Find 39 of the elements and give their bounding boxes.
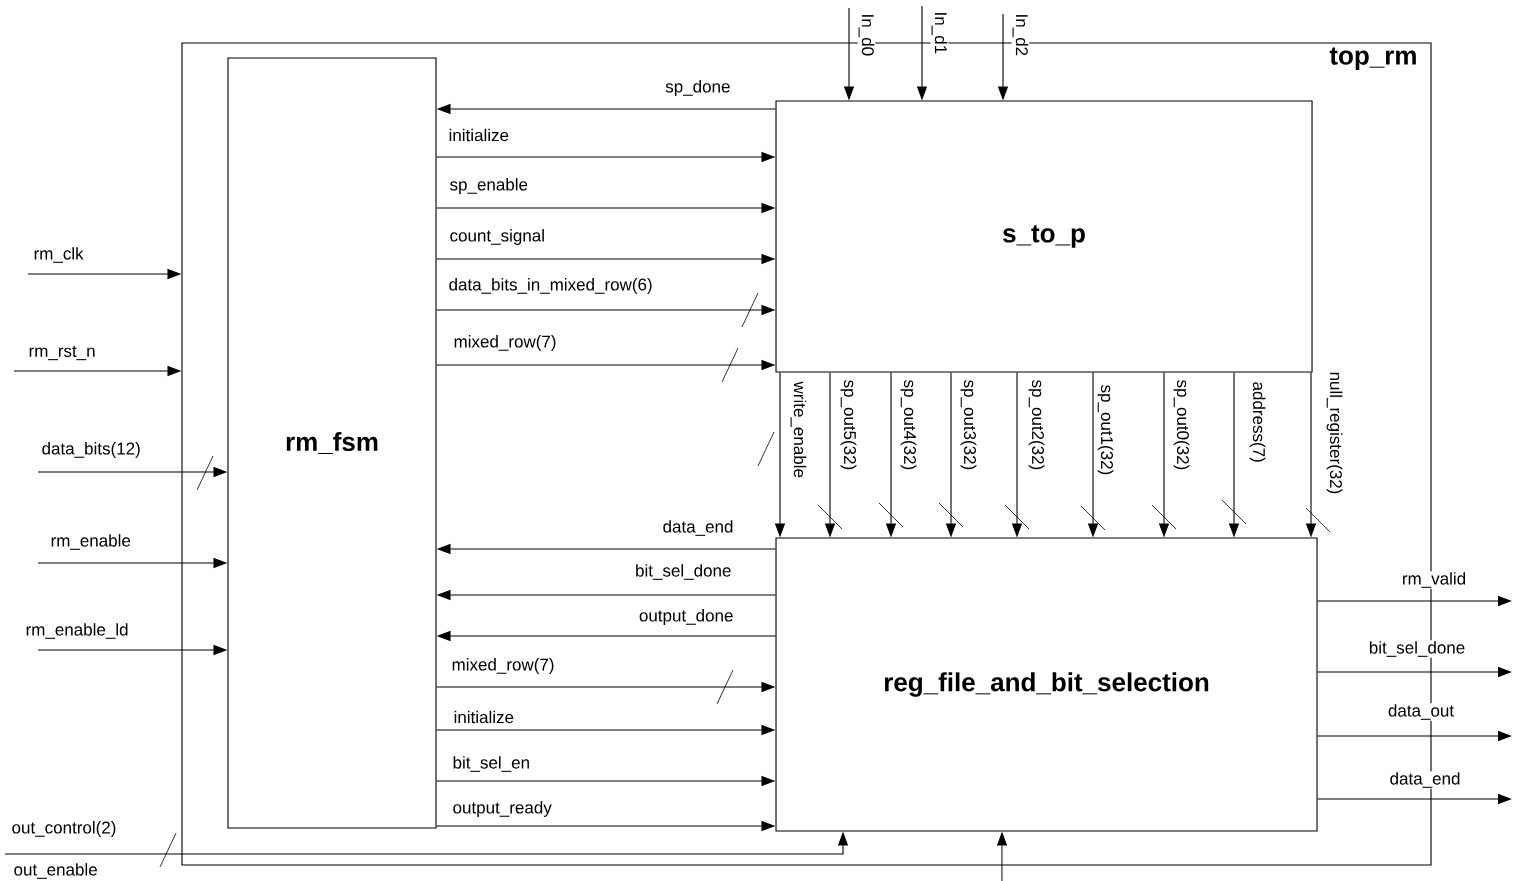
signal-label: null_register(32) xyxy=(1325,370,1344,496)
signal-label: initialize xyxy=(452,709,516,725)
signal-label: address(7) xyxy=(1248,380,1267,464)
signal-label: sp_out3(32) xyxy=(959,378,978,472)
signal-label: mixed_row(7) xyxy=(450,657,556,675)
signal-label: data_end xyxy=(661,519,735,537)
signal-label: bit_sel_en xyxy=(451,755,532,773)
signal-label: rm_clk xyxy=(32,246,85,264)
signal-label: sp_out2(32) xyxy=(1027,378,1046,472)
signal-label: sp_done xyxy=(664,79,732,97)
module-box: reg_file_and_bit_selection xyxy=(775,537,1318,832)
signal-label: out_control(2) xyxy=(10,820,118,838)
signal-label: In_d0 xyxy=(857,12,876,58)
signal-label: count_signal xyxy=(448,228,546,246)
signal-label: write_enable xyxy=(789,380,808,479)
signal-label: In_d1 xyxy=(930,10,949,56)
signal-label: In_d2 xyxy=(1011,12,1030,58)
signal-label: bit_sel_done xyxy=(1367,640,1467,658)
module-box: rm_fsm xyxy=(227,57,437,829)
signal-label: data_bits(12) xyxy=(40,441,142,459)
signal-label: data_end xyxy=(1388,771,1462,789)
signal-label: sp_enable xyxy=(448,177,529,195)
signal-label: rm_valid xyxy=(1400,571,1468,589)
module-box: s_to_p xyxy=(775,100,1313,373)
signal-label: data_bits_in_mixed_row(6) xyxy=(447,277,654,295)
signal-label: output_done xyxy=(637,608,735,626)
signal-label: rm_enable xyxy=(49,533,132,551)
signal-label: initialize xyxy=(447,127,511,143)
signal-label: data_out xyxy=(1386,703,1456,721)
signal-label: out_enable xyxy=(12,862,99,880)
signal-label: mixed_row(7) xyxy=(452,334,558,352)
signal-label: bit_sel_done xyxy=(634,563,733,581)
signal-label: sp_out0(32) xyxy=(1172,378,1191,472)
signal-label: rm_rst_n xyxy=(27,344,97,362)
signal-label: sp_out4(32) xyxy=(899,378,918,472)
signal-label: output_ready xyxy=(451,800,553,818)
signal-label: sp_out5(32) xyxy=(839,378,858,472)
signal-label: sp_out1(32) xyxy=(1096,383,1115,477)
signal-label: rm_enable_ld xyxy=(24,622,130,640)
